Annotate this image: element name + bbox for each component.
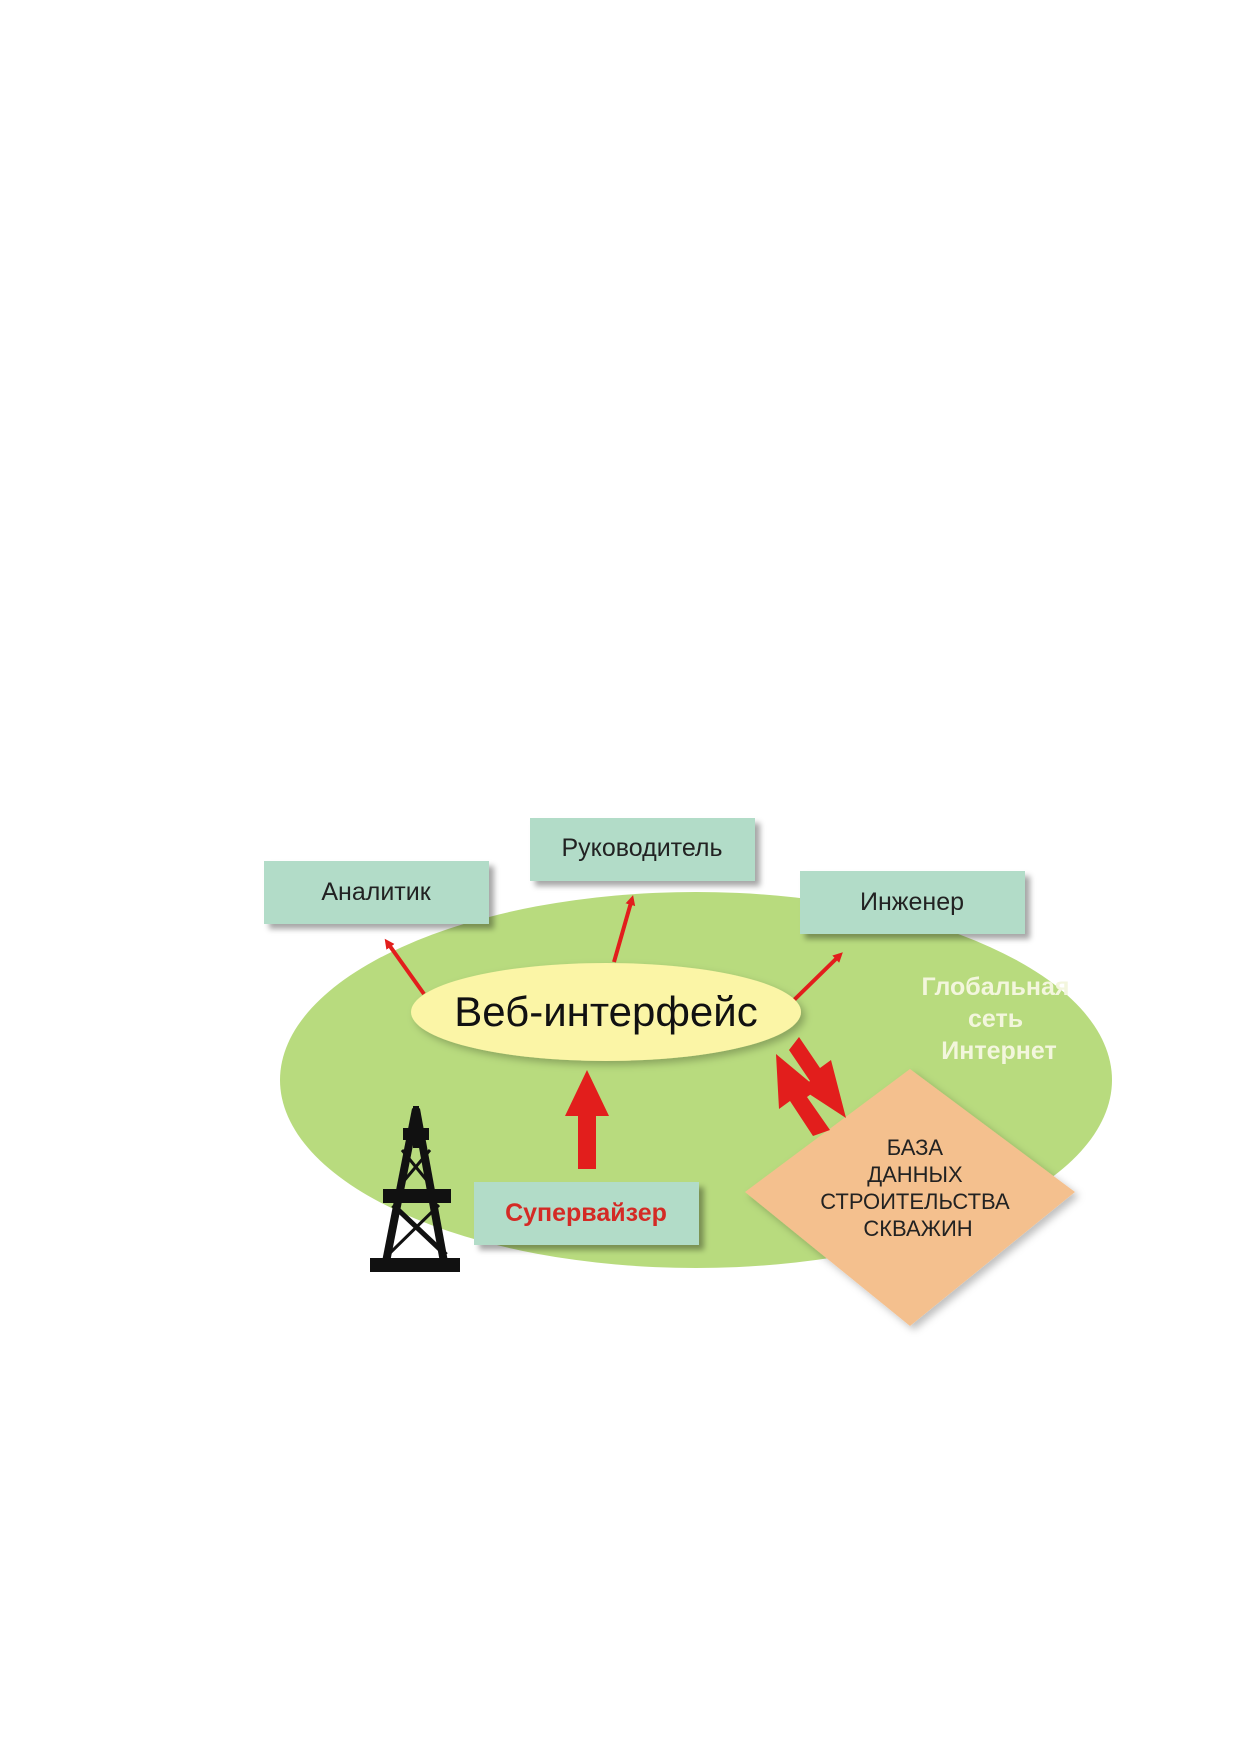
arrow-to-engineer — [792, 952, 843, 1002]
network-label-line: Интернет — [941, 1037, 1056, 1065]
arrow-web-to-database — [789, 1037, 846, 1118]
engineer-label: Инженер — [860, 888, 964, 916]
arrow-database-to-web — [776, 1054, 830, 1136]
network-label: Глобальная сеть Интернет — [922, 973, 1077, 1065]
arrow-supervisor-to-web — [565, 1070, 609, 1169]
arrow-to-manager — [612, 895, 636, 963]
supervisor-label: Супервайзер — [505, 1199, 667, 1227]
network-label-line: Глобальная — [922, 973, 1070, 1001]
database-label-line: СТРОИТЕЛЬСТВА — [820, 1189, 1010, 1214]
database-label-line: СКВАЖИН — [863, 1216, 972, 1241]
web-interface-node[interactable]: Веб-интерфейс — [411, 963, 801, 1061]
database-label: БАЗА ДАННЫХ СТРОИТЕЛЬСТВА СКВАЖИН — [820, 1135, 1016, 1241]
database-label-line: ДАННЫХ — [867, 1162, 963, 1187]
database-label-line: БАЗА — [887, 1135, 944, 1160]
web-interface-label: Веб-интерфейс — [454, 988, 757, 1035]
analyst-box[interactable]: Аналитик — [264, 861, 489, 924]
analyst-label: Аналитик — [321, 878, 431, 906]
manager-box[interactable]: Руководитель — [530, 818, 755, 881]
manager-label: Руководитель — [561, 834, 722, 862]
supervisor-box[interactable]: Супервайзер — [474, 1182, 699, 1245]
network-label-line: сеть — [968, 1005, 1023, 1033]
arrow-to-analyst — [384, 938, 426, 996]
engineer-box[interactable]: Инженер — [800, 871, 1025, 934]
database-diamond[interactable] — [745, 1069, 1075, 1326]
drilling-rig-icon — [370, 1106, 460, 1272]
